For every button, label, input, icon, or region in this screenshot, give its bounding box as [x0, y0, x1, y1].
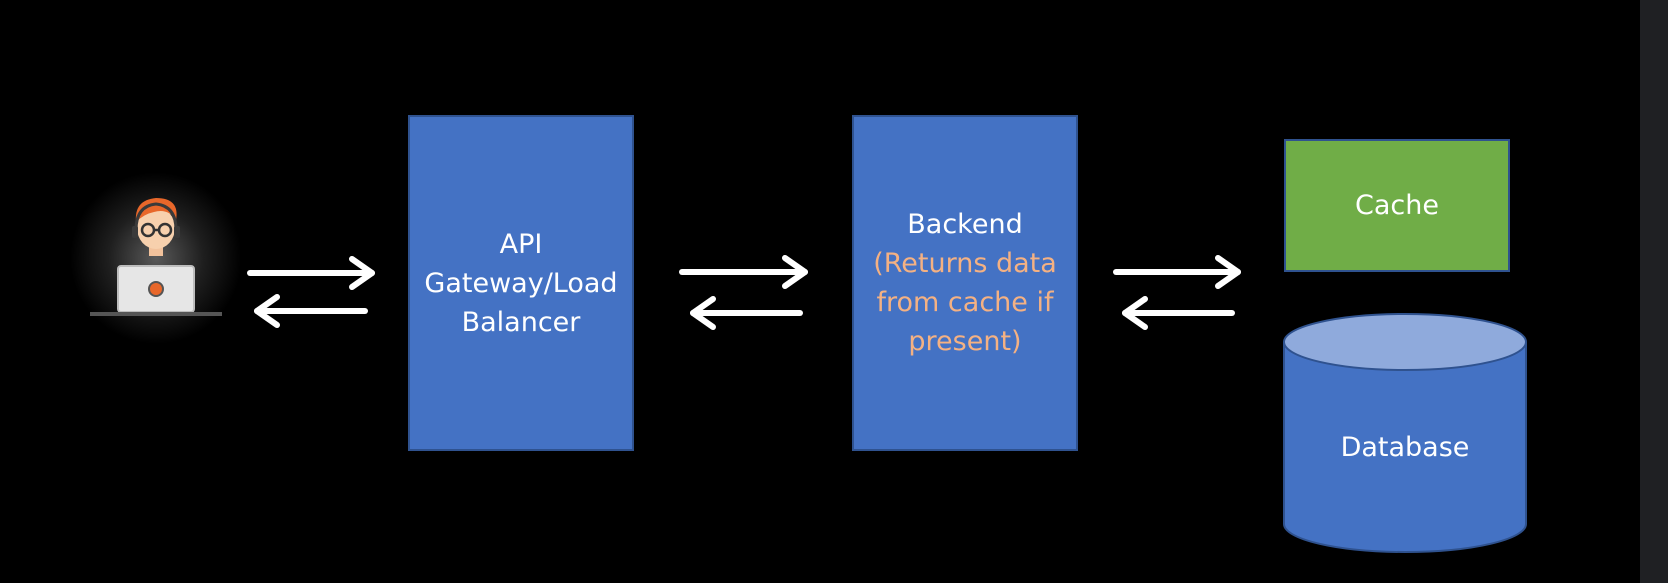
arrow-user-to-gateway — [247, 256, 375, 290]
database-cylinder — [1283, 313, 1527, 553]
cache-label: Cache — [1355, 190, 1439, 221]
api-gateway-label-line-3: Balancer — [461, 306, 581, 338]
arrow-gateway-to-backend — [679, 255, 808, 289]
backend-note-line-3: present) — [908, 326, 1022, 357]
backend-box: Backend (Returns data from cache if pres… — [852, 115, 1078, 451]
arrow-gateway-to-user — [254, 294, 368, 328]
api-gateway-box: API Gateway/Load Balancer — [408, 115, 634, 451]
cache-box: Cache — [1284, 139, 1510, 272]
backend-note-line-2: from cache if — [876, 287, 1054, 318]
backend-title: Backend — [907, 209, 1023, 240]
window-edge-strip — [1640, 0, 1668, 583]
developer-at-laptop-icon — [70, 172, 240, 344]
arrow-storage-to-backend — [1122, 296, 1235, 330]
backend-note-line-1: (Returns data — [873, 248, 1057, 279]
api-gateway-label-line-1: API — [499, 228, 543, 260]
arrow-backend-to-gateway — [690, 296, 803, 330]
api-gateway-label-line-2: Gateway/Load — [424, 267, 618, 299]
arrow-backend-to-storage — [1113, 255, 1241, 289]
database-label: Database — [1340, 432, 1470, 463]
